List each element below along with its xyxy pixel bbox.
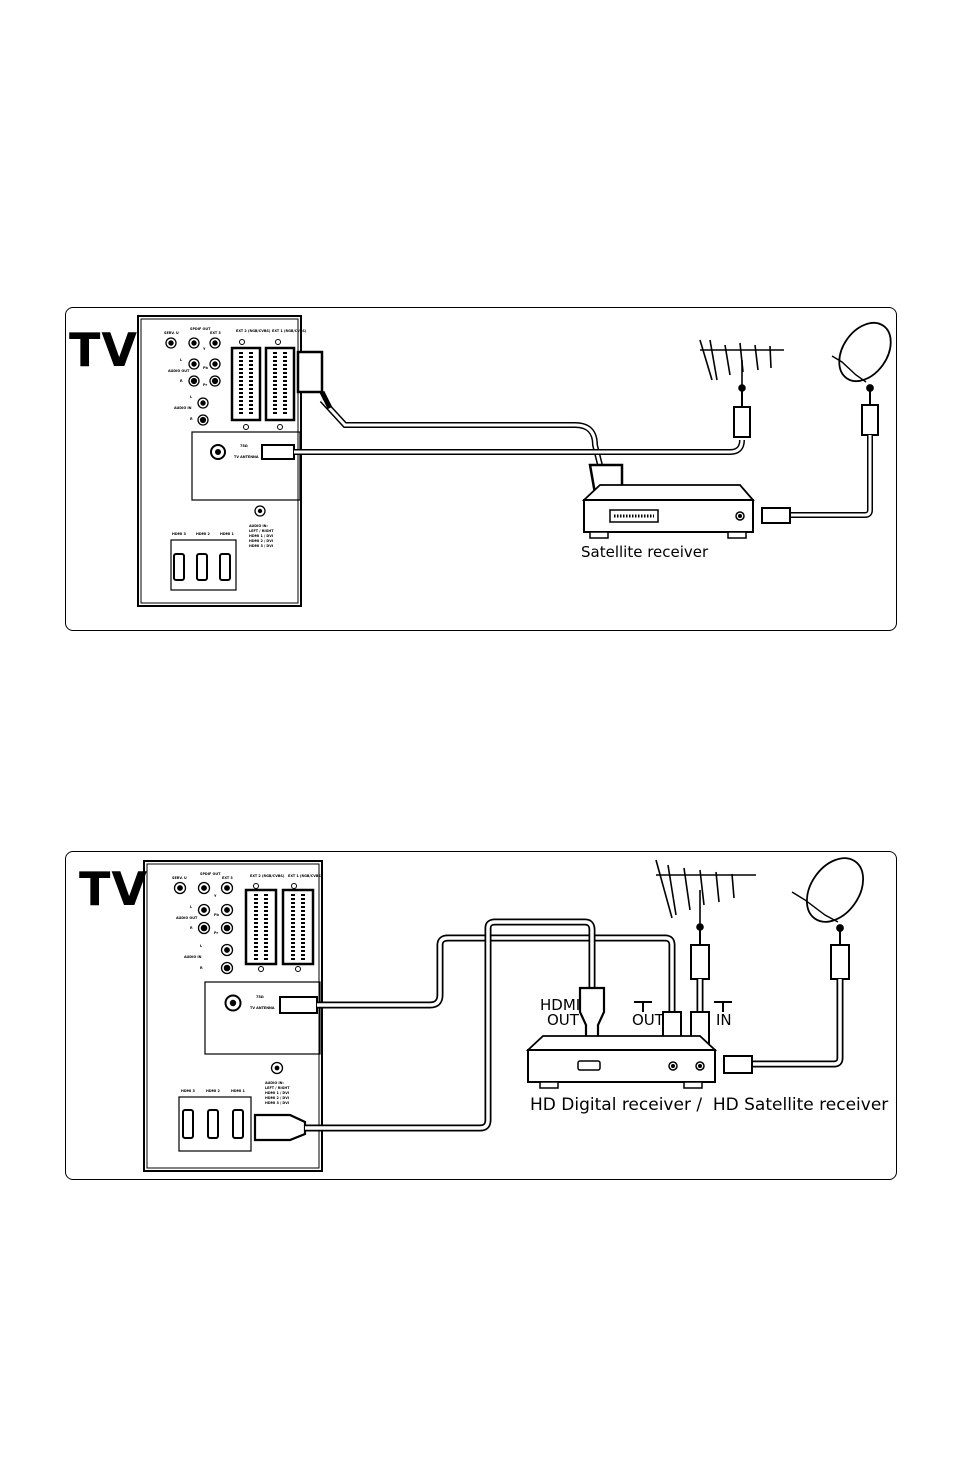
diagram1-antenna-icon xyxy=(699,339,784,392)
diagram2-scart-ports xyxy=(244,883,315,972)
svg-text:HDMI 1 / DVI: HDMI 1 / DVI xyxy=(249,534,273,538)
svg-text:R: R xyxy=(190,926,193,930)
svg-text:L: L xyxy=(200,944,203,948)
diagram2-hdmi-ports: HDMI 3 HDMI 2 HDMI 1 xyxy=(181,1089,245,1139)
svg-text:HDMI 2 / DVI: HDMI 2 / DVI xyxy=(265,1096,289,1100)
diagram2-antenna-port: 75Ω TV ANTENNA xyxy=(224,994,275,1012)
svg-text:HDMI 3 / DVI: HDMI 3 / DVI xyxy=(249,544,273,548)
svg-text:SERV. U: SERV. U xyxy=(164,331,179,335)
svg-text:HDMI 3: HDMI 3 xyxy=(181,1089,195,1093)
diagram1-antenna-port: 75Ω TV ANTENNA xyxy=(210,444,259,460)
svg-text:HDMI 2: HDMI 2 xyxy=(196,532,210,536)
svg-text:TV ANTENNA: TV ANTENNA xyxy=(250,1006,275,1010)
svg-text:Y: Y xyxy=(213,894,217,898)
diagram2-tv-back-panel xyxy=(143,860,323,1172)
diagram1-side-jack-labels: Y L Pb AUDIO OUT R Pr L AUDIO IN R xyxy=(168,347,208,421)
svg-text:HDMI 1: HDMI 1 xyxy=(220,532,234,536)
svg-text:L: L xyxy=(180,358,183,362)
svg-text:HDMI 2: HDMI 2 xyxy=(206,1089,220,1093)
svg-text:R: R xyxy=(200,966,203,970)
diagram2-hd-receiver-box xyxy=(525,1035,718,1089)
svg-text:EXT 1 (RGB/CVBS): EXT 1 (RGB/CVBS) xyxy=(288,874,323,878)
diagram2-top-jack-labels: SERV. U SPDIF OUT EXT 3 EXT 2 (RGB/CVBS)… xyxy=(172,872,323,880)
svg-text:75Ω: 75Ω xyxy=(240,444,248,448)
svg-text:EXT 1 (RGB/CVBS): EXT 1 (RGB/CVBS) xyxy=(272,329,307,333)
antenna-symbol-in-icon xyxy=(714,1001,732,1012)
svg-text:HDMI 3: HDMI 3 xyxy=(172,532,186,536)
diagram-satellite-receiver xyxy=(65,307,897,631)
svg-text:HDMI 2 / DVI: HDMI 2 / DVI xyxy=(249,539,273,543)
svg-text:LEFT / RIGHT: LEFT / RIGHT xyxy=(249,529,274,533)
svg-text:R: R xyxy=(190,417,193,421)
diagram1-scart-ports xyxy=(230,339,296,430)
diagram2-audio-in-label: AUDIO IN: LEFT / RIGHT HDMI 1 / DVI HDMI… xyxy=(265,1061,290,1105)
svg-text:EXT 3: EXT 3 xyxy=(222,876,233,880)
diagram2-device-label: HD Digital receiver / HD Satellite recei… xyxy=(530,1095,888,1115)
port-label-hdmi: HDMI xyxy=(540,996,580,1014)
diagram1-tv-label: TV xyxy=(69,323,138,377)
diagram2-port-labels: HDMI OUT OUT IN xyxy=(540,996,732,1029)
svg-text:TV ANTENNA: TV ANTENNA xyxy=(234,455,259,459)
diagram1-satellite-dish-icon xyxy=(761,322,892,524)
svg-text:SPDIF OUT: SPDIF OUT xyxy=(200,872,221,876)
svg-text:AUDIO OUT: AUDIO OUT xyxy=(168,369,190,373)
antenna-symbol-out-icon xyxy=(634,1001,652,1012)
svg-text:AUDIO IN: AUDIO IN xyxy=(184,955,202,959)
diagram1-device-label: Satellite receiver xyxy=(581,543,709,561)
svg-text:EXT 2 (RGB/CVBS): EXT 2 (RGB/CVBS) xyxy=(236,329,271,333)
svg-text:HDMI 1 / DVI: HDMI 1 / DVI xyxy=(265,1091,289,1095)
svg-text:Pb: Pb xyxy=(214,913,219,917)
svg-text:L: L xyxy=(190,395,193,399)
svg-text:LEFT / RIGHT: LEFT / RIGHT xyxy=(265,1086,290,1090)
svg-text:75Ω: 75Ω xyxy=(256,995,264,999)
diagram2-hdmi-cable xyxy=(253,918,606,1142)
svg-text:AUDIO OUT: AUDIO OUT xyxy=(176,916,198,920)
svg-text:SPDIF OUT: SPDIF OUT xyxy=(190,327,211,331)
port-label-in: IN xyxy=(716,1011,732,1029)
diagram2-satellite-dish-icon xyxy=(723,857,864,1074)
svg-text:L: L xyxy=(190,905,193,909)
diagram2-rca-jacks xyxy=(173,881,234,975)
svg-text:AUDIO IN:: AUDIO IN: xyxy=(265,1081,284,1085)
diagram2-antenna-cable xyxy=(279,934,682,1047)
diagram1-hdmi-ports: HDMI 3 HDMI 2 HDMI 1 xyxy=(172,532,234,581)
diagram1-satellite-receiver-box xyxy=(581,484,755,539)
svg-text:AUDIO IN:: AUDIO IN: xyxy=(249,524,268,528)
diagram2-tv-label: TV xyxy=(79,862,148,916)
svg-text:Pr: Pr xyxy=(203,383,207,387)
diagram1-tv-back-panel xyxy=(137,315,302,607)
diagram1-audio-in-label: AUDIO IN: LEFT / RIGHT HDMI 1 / DVI HDMI… xyxy=(249,505,274,548)
diagram2-side-jack-labels: Y L Pb AUDIO OUT R Pr L AUDIO IN R xyxy=(176,894,219,970)
svg-text:Y: Y xyxy=(202,347,206,351)
svg-text:Pr: Pr xyxy=(214,931,218,935)
port-label-out: OUT xyxy=(632,1011,665,1029)
svg-text:HDMI 1: HDMI 1 xyxy=(231,1089,245,1093)
svg-text:Pb: Pb xyxy=(203,366,208,370)
svg-text:R: R xyxy=(180,379,183,383)
svg-text:SERV. U: SERV. U xyxy=(172,876,187,880)
diagram1-top-jack-labels: SERV. U SPDIF OUT EXT 3 EXT 2 (RGB/CVBS)… xyxy=(164,327,307,335)
svg-text:HDMI 3 / DVI: HDMI 3 / DVI xyxy=(265,1101,289,1105)
diagram1-antenna-cable xyxy=(261,390,751,460)
svg-text:AUDIO IN: AUDIO IN xyxy=(174,406,192,410)
svg-text:EXT 3: EXT 3 xyxy=(210,331,221,335)
svg-text:EXT 2 (RGB/CVBS): EXT 2 (RGB/CVBS) xyxy=(250,874,285,878)
diagram1-rca-jacks xyxy=(165,337,221,426)
port-label-hdmi-out: OUT xyxy=(547,1011,580,1029)
